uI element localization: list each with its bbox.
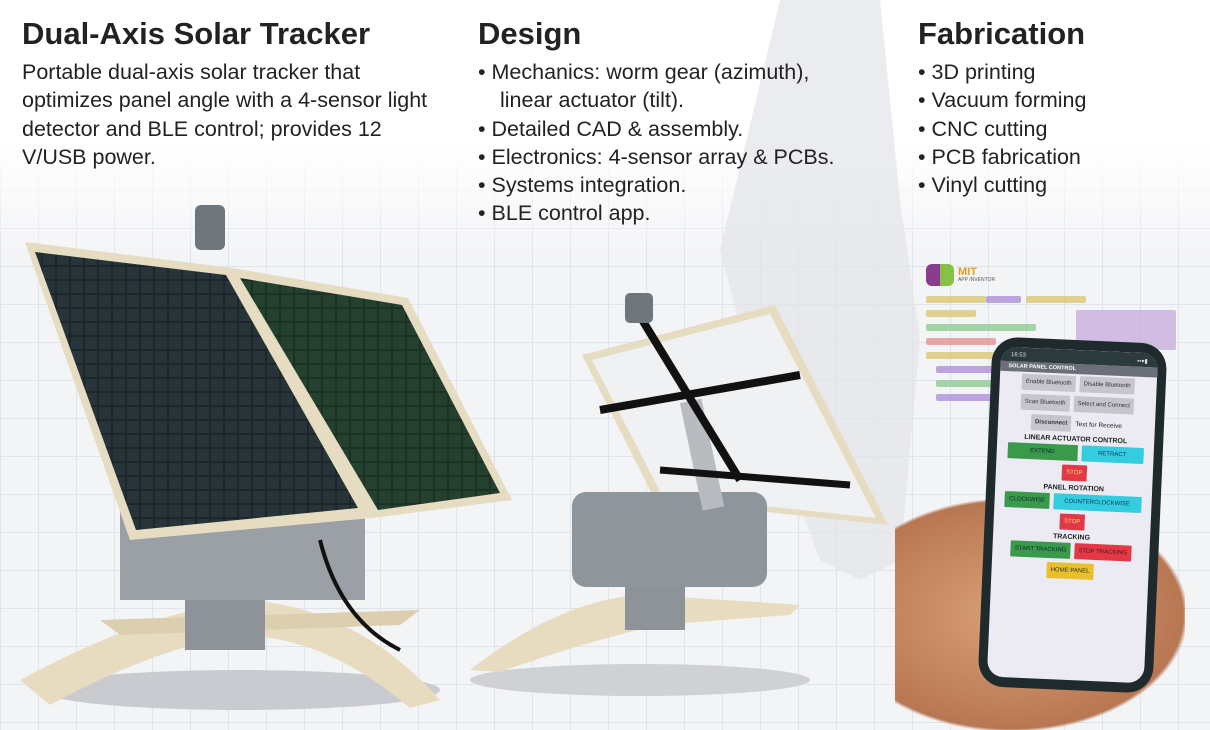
extend-button[interactable]: EXTEND [1006, 442, 1078, 462]
clockwise-button[interactable]: CLOCKWISE [1004, 491, 1050, 509]
tracker-back-view [470, 293, 888, 696]
linear-actuator [679, 398, 725, 511]
fabrication-item: Vinyl cutting [918, 171, 1086, 199]
select-connect-button[interactable]: Select and Connect [1073, 395, 1135, 415]
base-housing [572, 492, 767, 587]
start-tracking-button[interactable]: START TRACKING [1010, 540, 1071, 559]
scan-bluetooth-button[interactable]: Scan Bluetooth [1020, 393, 1070, 412]
intro-section: Dual-Axis Solar Tracker Portable dual-ax… [22, 16, 452, 171]
cable [318, 539, 401, 652]
page-title: Dual-Axis Solar Tracker [22, 16, 371, 51]
design-section: Design Mechanics: worm gear (azimuth), l… [478, 16, 834, 228]
design-heading: Design [478, 16, 582, 51]
stop-actuator-button[interactable]: STOP [1061, 464, 1087, 482]
design-item: Detailed CAD & assembly. [478, 115, 834, 143]
disconnect-button[interactable]: Disconnect [1030, 414, 1072, 432]
design-item: Electronics: 4-sensor array & PCBs. [478, 143, 835, 171]
light-sensor [195, 205, 225, 250]
retract-button[interactable]: RETRACT [1080, 445, 1144, 465]
design-item: Systems integration. [478, 171, 834, 199]
counterclockwise-button[interactable]: COUNTERCLOCKWISE [1052, 493, 1142, 513]
fabrication-item: 3D printing [918, 58, 1086, 86]
fabrication-item: CNC cutting [918, 115, 1086, 143]
design-item: Mechanics: worm gear (azimuth), [478, 58, 834, 86]
stop-rotation-button[interactable]: STOP [1059, 513, 1085, 531]
tracker-assembled [20, 205, 512, 710]
app-screen: 16:53▪▪▾▮ SOLAR PANEL CONTROL Enable Blu… [986, 346, 1159, 684]
design-item: linear actuator (tilt). [500, 88, 685, 113]
status-time: 16:53 [1010, 352, 1027, 359]
fabrication-item: Vacuum forming [918, 86, 1087, 114]
receive-text-label: Text for Receive [1075, 420, 1123, 430]
logo-sub: APP INVENTOR [958, 277, 996, 283]
home-panel-button[interactable]: HOME PANEL [1046, 561, 1094, 580]
smartphone: 16:53▪▪▾▮ SOLAR PANEL CONTROL Enable Blu… [977, 336, 1168, 694]
solar-panel-left [35, 252, 358, 530]
enable-bluetooth-button[interactable]: Enable Bluetooth [1021, 373, 1076, 393]
fabrication-section: Fabrication 3D printing Vacuum forming C… [918, 16, 1086, 199]
solar-panel-right [240, 278, 500, 510]
app-inventor-icon [926, 264, 954, 286]
status-icons: ▪▪▾▮ [1137, 358, 1148, 366]
fabrication-heading: Fabrication [918, 16, 1086, 51]
project-description: Portable dual-axis solar tracker that op… [22, 60, 428, 169]
stop-tracking-button[interactable]: STOP TRACKING [1074, 543, 1132, 562]
disable-bluetooth-button[interactable]: Disable Bluetooth [1079, 376, 1135, 395]
design-item: BLE control app. [478, 199, 834, 227]
fabrication-item: PCB fabrication [918, 143, 1086, 171]
logo-name: MIT [958, 266, 977, 278]
